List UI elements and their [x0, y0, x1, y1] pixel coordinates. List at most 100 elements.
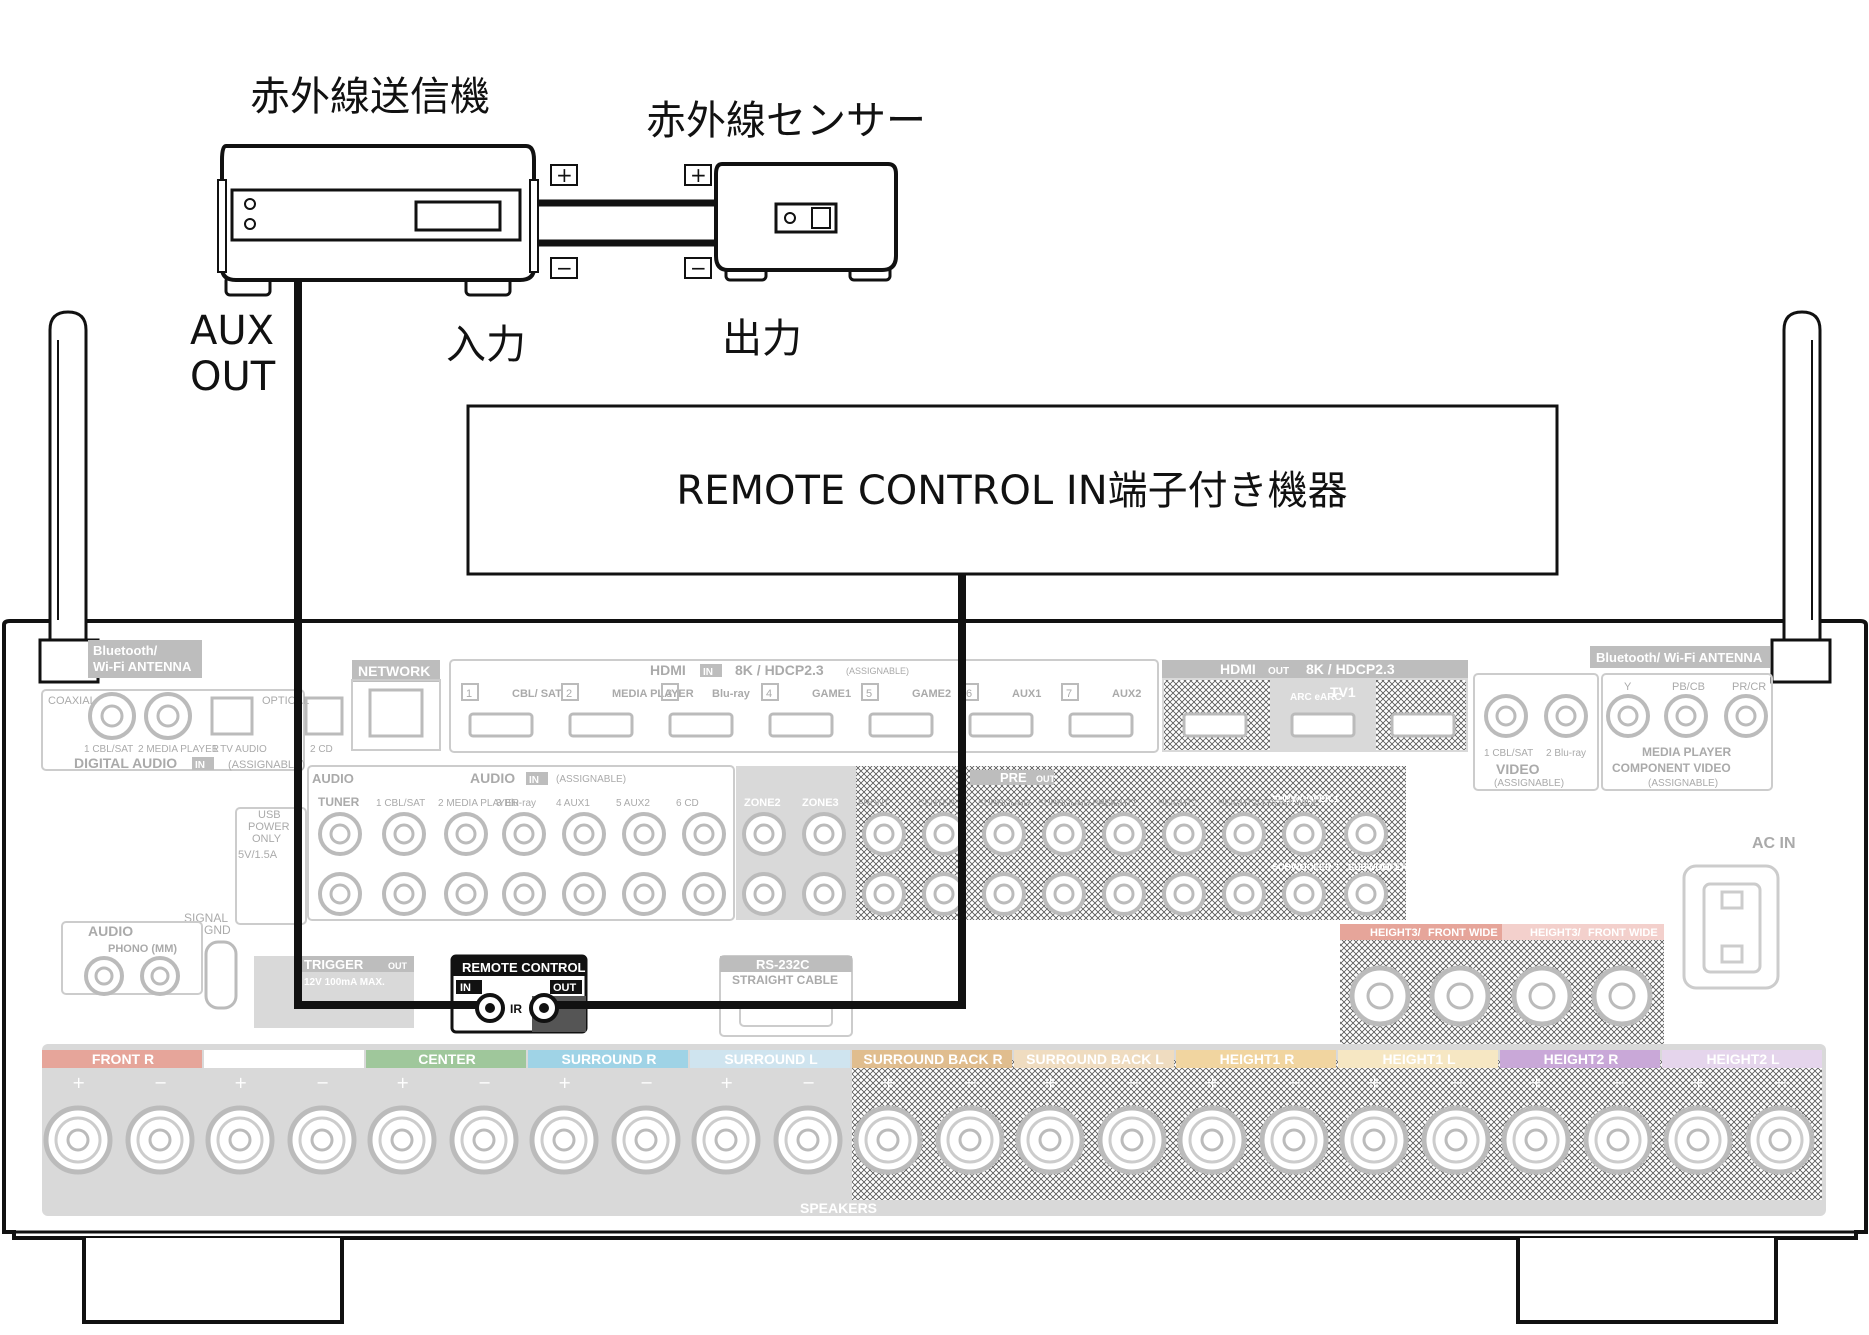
- remote-out-tag: OUT: [553, 982, 577, 994]
- speaker-minus: −: [154, 1073, 167, 1092]
- misc-ports: USB POWER ONLY 5V/1.5A SIGNAL GND AUDIO …: [61, 807, 853, 1037]
- hdmi-in-number: 2: [566, 688, 572, 700]
- hdmi-in-number: 6: [966, 688, 972, 700]
- pre-out-jack-core: [873, 883, 895, 905]
- sensor-plus-marker: [684, 164, 712, 186]
- bt-antenna-label-right: Bluetooth/ Wi-Fi ANTENNA: [1596, 650, 1763, 665]
- audio-in-jack-core: [455, 883, 477, 905]
- pre-out-jack: [1344, 872, 1388, 916]
- audio-in-label: 6 CD: [676, 798, 699, 809]
- antenna-right: [1770, 310, 1832, 684]
- speaker-plus: +: [1044, 1073, 1057, 1092]
- speaker-terminal-core: [714, 1128, 738, 1152]
- audio-in-jack: [382, 812, 426, 856]
- digital-sub-4: 2 CD: [310, 744, 333, 755]
- pre-out-jack: [802, 812, 846, 856]
- audio-in-assignable: (ASSIGNABLE): [556, 774, 626, 785]
- hdmi-in-label: GAME1: [812, 688, 851, 700]
- hdmi-in-label: AUX2: [1112, 688, 1141, 700]
- audio-in-jack-core: [393, 883, 415, 905]
- hdmi-in-label: MEDIA PLAYER: [612, 688, 694, 700]
- component-pr: PR/CR: [1732, 681, 1766, 693]
- pre-out-label: FRONT: [858, 798, 889, 808]
- speaker-terminal-ring: [784, 1116, 832, 1164]
- speaker-terminal-core: [1444, 1128, 1468, 1152]
- speaker-terminal-ring: [298, 1116, 346, 1164]
- speaker-terminal-ring: [1188, 1116, 1236, 1164]
- speaker-plus: +: [882, 1073, 895, 1092]
- speaker-group-label: FRONT R: [92, 1051, 154, 1067]
- pre-out-sub3: SUBWOOFER 3: [1272, 862, 1339, 872]
- speaker-minus: −: [1774, 1073, 1787, 1092]
- signal-gnd-2: GND: [204, 923, 231, 937]
- receiver-foot-left: [82, 1238, 344, 1324]
- phono-label: PHONO (MM): [108, 943, 177, 955]
- audio-in-jack: [562, 872, 606, 916]
- hdmi-in-label: AUX1: [1012, 688, 1041, 700]
- output-label: 出力: [722, 316, 802, 362]
- speaker-terminal-ring: [540, 1116, 588, 1164]
- component-video-label: COMPONENT VIDEO: [1612, 761, 1731, 775]
- hdmi-in-port: [668, 712, 734, 738]
- digital-audio-label: DIGITAL AUDIO: [74, 755, 177, 771]
- pre-out-jack: [1102, 812, 1146, 856]
- video-assignable: (ASSIGNABLE): [1494, 778, 1564, 789]
- remote-control-jack[interactable]: REMOTE CONTROL IN OUT IR: [450, 954, 588, 1034]
- speaker-group-label: HEIGHT1 R: [1220, 1051, 1295, 1067]
- speaker-terminal-ring: [1432, 1116, 1480, 1164]
- pre-out-jack-core: [873, 823, 895, 845]
- pre-out-jack-core: [1233, 823, 1255, 845]
- speaker-group-label: FRONT L: [255, 1051, 316, 1067]
- pre-out-jack: [742, 812, 786, 856]
- component-y: Y: [1624, 681, 1632, 693]
- pre-out-section: PRE OUT ZONE2 ZONE3 SUBWOOFER 1 SUBWOOFE…: [736, 766, 1415, 920]
- speaker-terminal-ring: [1594, 1116, 1642, 1164]
- speaker-minus: −: [640, 1073, 653, 1092]
- remote-control-in-device: REMOTE CONTROL IN端子付き機器: [466, 404, 1559, 576]
- usb-label-4: 5V/1.5A: [238, 849, 278, 861]
- pre-out-jack-core: [1113, 823, 1135, 845]
- speaker-plus: +: [234, 1073, 247, 1092]
- video-section: 1 CBL/SAT 2 Blu-ray VIDEO (ASSIGNABLE) Y…: [1473, 673, 1773, 791]
- speaker-terminal-ring: [136, 1116, 184, 1164]
- audio-in-jack-core: [513, 883, 535, 905]
- audio-in-section: AUDIO AUDIO IN (ASSIGNABLE) TUNER 1 CBL/…: [307, 765, 735, 921]
- speaker-terminal-core: [1606, 1128, 1630, 1152]
- pre-out-jack-core: [813, 823, 835, 845]
- hdmi-in-assignable: (ASSIGNABLE): [846, 666, 909, 676]
- front-wide-label-l: FRONT WIDE: [1588, 927, 1658, 939]
- audio-in-jack: [502, 872, 546, 916]
- speaker-minus: −: [1450, 1073, 1463, 1092]
- audio-in-jack: [382, 872, 426, 916]
- aux-out-label-1: AUX: [190, 308, 274, 354]
- pre-out-jack: [1282, 812, 1326, 856]
- pre-out-jack: [982, 872, 1026, 916]
- audio-in-jack: [318, 812, 362, 856]
- optical-label: OPTICAL: [262, 695, 309, 707]
- audio-in-label: 1 CBL/SAT: [376, 798, 425, 809]
- bt-antenna-label-1: Bluetooth/: [93, 643, 158, 658]
- hdmi-out-spec: 8K / HDCP2.3: [1306, 661, 1395, 677]
- speaker-terminal-core: [1524, 1128, 1548, 1152]
- speaker-terminal-ring: [702, 1116, 750, 1164]
- trigger-label: TRIGGER: [304, 957, 364, 972]
- ac-in-section: AC IN: [1682, 835, 1796, 990]
- hdmi-in-number-box: [761, 683, 779, 701]
- ir-transmitter: [217, 144, 539, 297]
- usb-label-1: USB: [258, 809, 281, 821]
- speaker-terminal-ring: [1512, 1116, 1560, 1164]
- audio-in-label: AUDIO: [470, 770, 515, 786]
- digital-in-tag: IN: [195, 760, 205, 771]
- hdmi-in-number-box: [1061, 683, 1079, 701]
- sensor-plus-label: +: [690, 163, 707, 187]
- pre-out-jack-core: [993, 823, 1015, 845]
- speaker-terminal-ring: [864, 1116, 912, 1164]
- pre-out-jack-core: [1053, 883, 1075, 905]
- speaker-plus: +: [396, 1073, 409, 1092]
- hdmi-in-number: 5: [866, 688, 872, 700]
- audio-in-label: 2 MEDIA PLAYER: [438, 798, 519, 809]
- speaker-group-header: [1014, 1050, 1174, 1068]
- ir-transmitter-label: 赤外線送信機: [250, 74, 490, 120]
- pre-out-jack: [1282, 872, 1326, 916]
